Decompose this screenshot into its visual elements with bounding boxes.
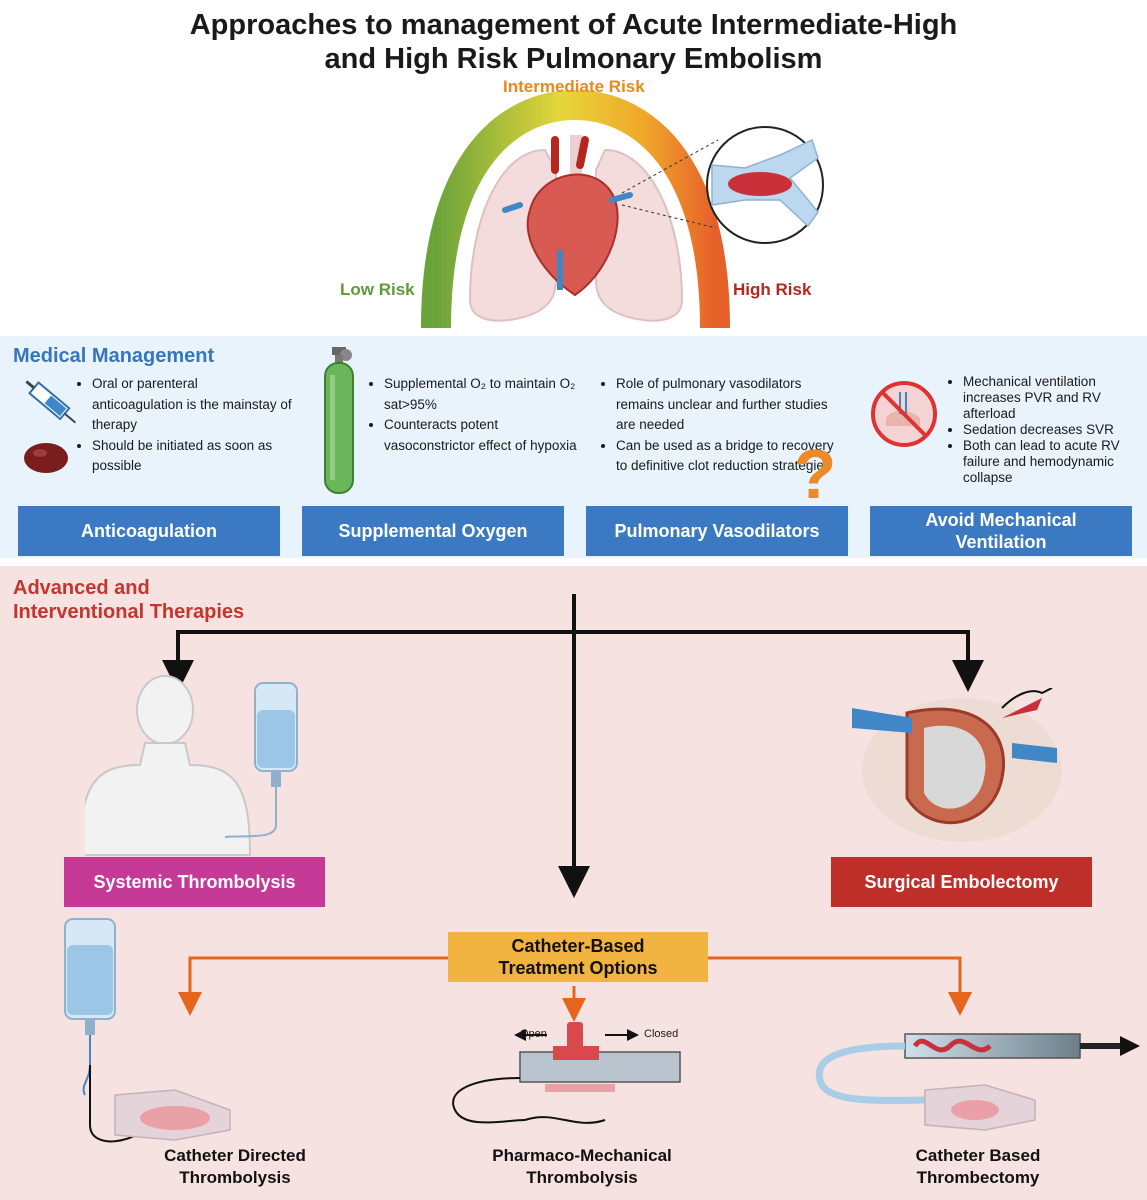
advanced-therapies-title: Advanced and Interventional Therapies bbox=[13, 576, 244, 624]
risk-arc bbox=[421, 89, 730, 329]
caption-line-2: Thrombectomy bbox=[916, 1168, 1040, 1187]
anticoagulation-box: Anticoagulation bbox=[18, 506, 280, 556]
lungs-icon bbox=[468, 135, 684, 322]
orange-arrow-left bbox=[178, 956, 448, 1016]
title-line-1: Approaches to management of Acute Interm… bbox=[189, 9, 958, 41]
thrombectomy-illustration bbox=[815, 1033, 1140, 1131]
bullet: Mechanical ventilation increases PVR and… bbox=[963, 374, 1147, 422]
pulmonary-vasodilators-box: Pulmonary Vasodilators bbox=[586, 506, 848, 556]
catheter-directed-caption: Catheter Directed Thrombolysis bbox=[135, 1145, 335, 1189]
caption-line-2: Thrombolysis bbox=[179, 1168, 291, 1187]
bullet: Both can lead to acute RV failure and he… bbox=[963, 438, 1147, 486]
caption-line-1: Pharmaco-Mechanical bbox=[492, 1146, 672, 1165]
iv-bag-icon bbox=[64, 918, 116, 1035]
iv-bag-icon bbox=[224, 682, 298, 838]
advanced-title-line-1: Advanced and bbox=[13, 577, 150, 599]
catheter-based-options-box: Catheter-Based Treatment Options bbox=[448, 932, 708, 982]
bullet: Oral or parenteral anticoagulation is th… bbox=[92, 374, 292, 436]
pharmaco-mechanical-caption: Pharmaco-Mechanical Thrombolysis bbox=[467, 1145, 697, 1189]
pulmonary-vasodilators-bullets: Role of pulmonary vasodilators remains u… bbox=[598, 374, 836, 477]
bullet: Supplemental O₂ to maintain O₂ sat>95% bbox=[384, 374, 584, 415]
title-line-2: and High Risk Pulmonary Embolism bbox=[324, 43, 823, 75]
svg-text:?: ? bbox=[794, 438, 837, 506]
caption-line-1: Catheter Based bbox=[915, 1146, 1041, 1165]
open-label: Open bbox=[520, 1028, 547, 1040]
medical-management-title: Medical Management bbox=[13, 345, 215, 367]
patient-iv-illustration bbox=[85, 675, 298, 856]
systemic-thrombolysis-box: Systemic Thrombolysis bbox=[64, 857, 325, 907]
high-risk-label: High Risk bbox=[733, 280, 812, 299]
question-mark-icon: ? bbox=[794, 438, 837, 506]
syringe-icon bbox=[24, 380, 77, 473]
oxygen-tank-icon bbox=[324, 347, 354, 494]
caption-line-2: Thrombolysis bbox=[526, 1168, 638, 1187]
supplemental-oxygen-box: Supplemental Oxygen bbox=[302, 506, 564, 556]
avoid-ventilation-bullets: Mechanical ventilation increases PVR and… bbox=[945, 374, 1147, 486]
low-risk-label: Low Risk bbox=[340, 280, 415, 299]
advanced-title-line-2: Interventional Therapies bbox=[13, 601, 245, 623]
thrombectomy-caption: Catheter Based Thrombectomy bbox=[878, 1145, 1078, 1189]
bullet: Sedation decreases SVR bbox=[963, 422, 1147, 438]
bullet: Role of pulmonary vasodilators remains u… bbox=[616, 374, 836, 436]
flow-arrows bbox=[162, 594, 984, 1022]
risk-gauge-illustration bbox=[421, 89, 824, 329]
orange-arrow-right bbox=[708, 956, 972, 1016]
surgical-embolectomy-illustration bbox=[852, 688, 1062, 842]
bullet: Can be used as a bridge to recovery to d… bbox=[616, 436, 836, 477]
bullet: Should be initiated as soon as possible bbox=[92, 436, 292, 477]
avoid-mechanical-ventilation-box: Avoid Mechanical Ventilation bbox=[870, 506, 1132, 556]
page-title: Approaches to management of Acute Interm… bbox=[0, 8, 1147, 76]
heart-icon bbox=[502, 136, 633, 297]
patient-icon bbox=[85, 675, 252, 856]
closed-label: Closed bbox=[644, 1028, 679, 1040]
catheter-directed-illustration bbox=[64, 918, 231, 1143]
intermediate-risk-label: Intermediate Risk bbox=[503, 77, 645, 96]
caption-line-1: Catheter Directed bbox=[164, 1146, 306, 1165]
pharmaco-mechanical-illustration bbox=[452, 1022, 681, 1124]
anticoagulation-bullets: Oral or parenteral anticoagulation is th… bbox=[74, 374, 292, 477]
bullet: Counteracts potent vasoconstrictor effec… bbox=[384, 415, 584, 456]
no-ventilation-icon bbox=[871, 381, 937, 447]
surgical-embolectomy-box: Surgical Embolectomy bbox=[831, 857, 1092, 907]
supplemental-oxygen-bullets: Supplemental O₂ to maintain O₂ sat>95% C… bbox=[366, 374, 584, 456]
clot-zoom-icon bbox=[706, 126, 824, 244]
